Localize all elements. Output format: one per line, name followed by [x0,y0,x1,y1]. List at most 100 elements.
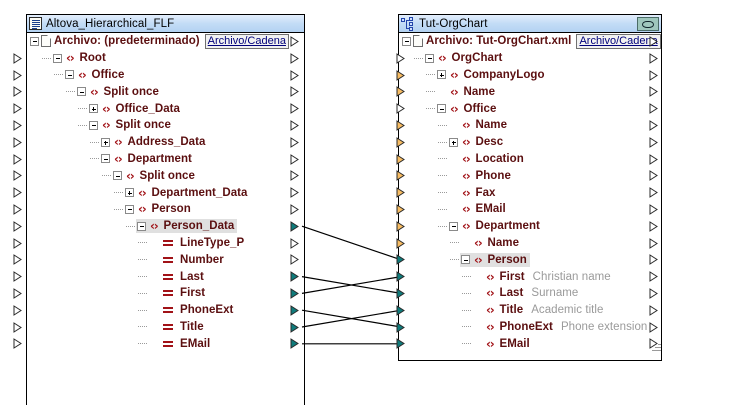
target-component-tut-orgchart[interactable]: Tut-OrgChart Archivo: Tut-OrgChart.xml A… [398,14,662,361]
target-row-phone[interactable]: ‹›Phone [399,167,661,184]
target-file-string-button[interactable]: Archivo/Cadena [576,33,661,49]
target-output-connector-13[interactable] [649,271,658,283]
target-input-connector-10[interactable] [396,220,405,232]
expander-minus-icon[interactable] [77,87,86,97]
target-row-fax[interactable]: ‹›Fax [399,184,661,201]
expander-plus-icon[interactable] [89,104,98,114]
node[interactable]: ‹›Department [100,152,195,166]
target-input-connector-11[interactable] [396,237,405,249]
target-component-titlebar[interactable]: Tut-OrgChart [399,15,661,43]
connection-line-PhoneExt-to-PhoneExt[interactable] [301,309,402,328]
node[interactable]: ‹›EMail [448,202,509,216]
target-output-connector-9[interactable] [649,203,658,215]
source-output-connector-9[interactable] [290,203,299,215]
source-row-phoneext[interactable]: PhoneExt [27,302,304,319]
source-output-connector-7[interactable] [290,170,299,182]
source-output-connector-4[interactable] [290,119,299,131]
target-row-name[interactable]: ‹›Name [399,117,661,134]
source-row-department[interactable]: ‹›Department [27,151,304,168]
node[interactable]: First [148,287,208,299]
source-output-connector-16[interactable] [290,321,299,333]
source-component-altova-hierarchical-flf[interactable]: Altova_Hierarchical_FLF Archivo: (predet… [26,14,305,405]
target-output-connector-2[interactable] [649,86,658,98]
source-output-connector-11[interactable] [290,237,299,249]
source-input-connector-11[interactable] [13,237,22,249]
node[interactable]: ‹›Name [436,85,498,99]
expander-minus-icon[interactable] [65,70,74,80]
node[interactable]: ‹›Fax [448,186,498,200]
source-input-connector-3[interactable] [13,103,22,115]
source-row-split-once[interactable]: ‹›Split once [27,83,304,100]
node[interactable]: ‹›Split once [76,85,162,99]
expander-minus-icon[interactable] [89,120,98,130]
target-output-connector-8[interactable] [649,187,658,199]
source-output-connector-13[interactable] [290,271,299,283]
source-row-first[interactable]: First [27,285,304,302]
expander-plus-icon[interactable] [101,137,110,147]
source-input-connector-16[interactable] [13,321,22,333]
target-row-orgchart[interactable]: ‹›OrgChart [399,50,661,67]
expander-minus-icon[interactable] [437,104,446,114]
target-row-email[interactable]: ‹›EMail [399,201,661,218]
target-output-connector-5[interactable] [649,136,658,148]
target-output-connector-12[interactable] [649,254,658,266]
source-file-string-button[interactable]: Archivo/Cadena [204,33,289,49]
source-row-email[interactable]: EMail [27,335,304,352]
source-input-connector-12[interactable] [13,254,22,266]
source-row-person[interactable]: ‹›Person [27,201,304,218]
source-output-connector-0[interactable] [290,52,299,64]
source-component-titlebar[interactable]: Altova_Hierarchical_FLF [27,15,304,33]
target-output-connector-10[interactable] [649,220,658,232]
selected-node[interactable]: ‹›Person_Data [136,219,238,234]
target-output-connector-17[interactable] [649,338,658,350]
expander-plus-icon[interactable] [437,70,446,80]
target-input-connector-0[interactable] [396,52,405,64]
connection-line-Last-to-Last[interactable] [301,276,402,294]
source-input-connector-9[interactable] [13,203,22,215]
source-input-connector-0[interactable] [13,52,22,64]
source-input-connector-14[interactable] [13,287,22,299]
target-output-connector-11[interactable] [649,237,658,249]
target-input-connector-3[interactable] [396,103,405,115]
expander-plus-icon[interactable] [125,188,134,198]
node[interactable]: EMail [148,338,213,350]
source-input-connector-13[interactable] [13,271,22,283]
target-input-connector-4[interactable] [396,119,405,131]
target-output-connector-14[interactable] [649,287,658,299]
target-input-connector-16[interactable] [396,321,405,333]
source-output-connector-1[interactable] [290,69,299,81]
node[interactable]: ‹›EMail [472,337,533,351]
source-row-title[interactable]: Title [27,319,304,336]
expander-minus-icon[interactable] [449,221,458,231]
source-input-connector-7[interactable] [13,170,22,182]
node[interactable]: ‹›Desc [448,135,506,149]
target-output-connector-3[interactable] [649,103,658,115]
node[interactable]: ‹›CompanyLogo [436,68,548,82]
source-input-connector-1[interactable] [13,69,22,81]
connection-line-Person_Data-to-Person[interactable] [301,225,402,261]
source-output-connector-5[interactable] [290,136,299,148]
target-output-connector-4[interactable] [649,119,658,131]
source-output-connector-14[interactable] [290,287,299,299]
source-output-connector-10[interactable] [290,220,299,232]
source-row-number[interactable]: Number [27,251,304,268]
node[interactable]: ‹›Split once [88,118,174,132]
source-input-connector-8[interactable] [13,187,22,199]
target-row-location[interactable]: ‹›Location [399,151,661,168]
node[interactable]: ‹›Phone [448,169,514,183]
expander-minus-icon[interactable] [53,53,62,63]
expander-minus-icon[interactable] [30,36,39,46]
source-output-connector-3[interactable] [290,103,299,115]
target-input-connector-9[interactable] [396,203,405,215]
target-row-email[interactable]: ‹›EMail [399,335,661,352]
node[interactable]: LineType_P [148,237,247,249]
target-row-person[interactable]: ‹›Person [399,251,661,268]
source-row-root[interactable]: ‹›Root [27,50,304,67]
source-output-connector-6[interactable] [290,153,299,165]
target-input-connector-17[interactable] [396,338,405,350]
source-input-connector-2[interactable] [13,86,22,98]
